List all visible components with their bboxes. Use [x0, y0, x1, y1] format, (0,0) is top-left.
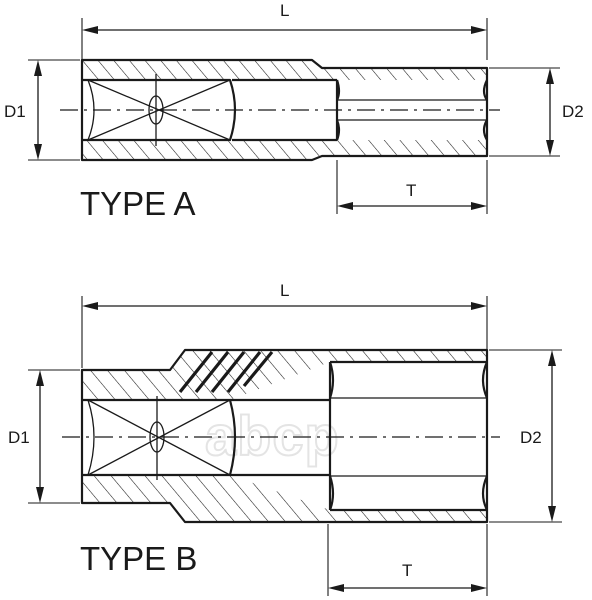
type-b-title: TYPE B: [80, 540, 197, 577]
type-b-l-arrow-left: [82, 302, 98, 310]
type-b-drive-entry-curve: [87, 399, 95, 476]
type-a-d1-arrow-top: [34, 60, 42, 76]
type-b-drawing: L D1 D2 T: [8, 281, 562, 596]
type-a-title: TYPE A: [80, 185, 196, 222]
type-a-d1-label: D1: [4, 102, 26, 121]
type-b-t-arrow-right: [471, 584, 487, 592]
type-a-outer-contour: [80, 58, 489, 162]
type-a-drawing: L D1 D2 T: [4, 1, 584, 222]
type-b-l-arrow-right: [471, 302, 487, 310]
type-a-t-arrow-left: [337, 202, 353, 210]
type-a-head-flank-right: [482, 79, 488, 141]
type-a-d2-arrow-bottom: [546, 140, 554, 156]
type-b-d2-arrow-top: [548, 350, 556, 366]
type-a-d2-arrow-top: [546, 68, 554, 84]
type-b-d2-arrow-bottom: [548, 506, 556, 522]
type-b-drive-diagonal-2: [87, 399, 231, 476]
type-b-head-flank-left: [328, 361, 335, 511]
type-b-bold-hatch-band: [178, 350, 274, 393]
watermark-text: abcp: [205, 404, 340, 467]
type-a-t-arrow-right: [471, 202, 487, 210]
type-b-head-flank-right: [481, 361, 489, 511]
type-b-t-label: T: [402, 561, 412, 580]
type-b-d1-arrow-top: [36, 370, 44, 386]
type-a-l-arrow-right: [471, 26, 487, 34]
type-a-top-wall-hatch: [82, 60, 487, 80]
type-a-l-arrow-left: [82, 26, 98, 34]
watermark-logo: abcp: [204, 403, 340, 468]
type-a-t-label: T: [406, 181, 416, 200]
type-b-l-label: L: [280, 281, 289, 300]
type-a-d1-arrow-bottom: [34, 144, 42, 160]
type-b-t-arrow-left: [328, 584, 344, 592]
type-b-d2-label: D2: [520, 428, 542, 447]
type-a-head-flank-left: [335, 79, 341, 141]
type-a-l-label: L: [280, 1, 289, 20]
type-b-d1-label: D1: [8, 428, 30, 447]
type-b-outer-contour: [80, 348, 489, 524]
type-b-top-wall-hatch: [82, 350, 487, 400]
type-b-d1-arrow-bottom: [36, 487, 44, 503]
type-b-bottom-wall-hatch: [82, 475, 487, 522]
type-a-d2-label: D2: [562, 102, 584, 121]
